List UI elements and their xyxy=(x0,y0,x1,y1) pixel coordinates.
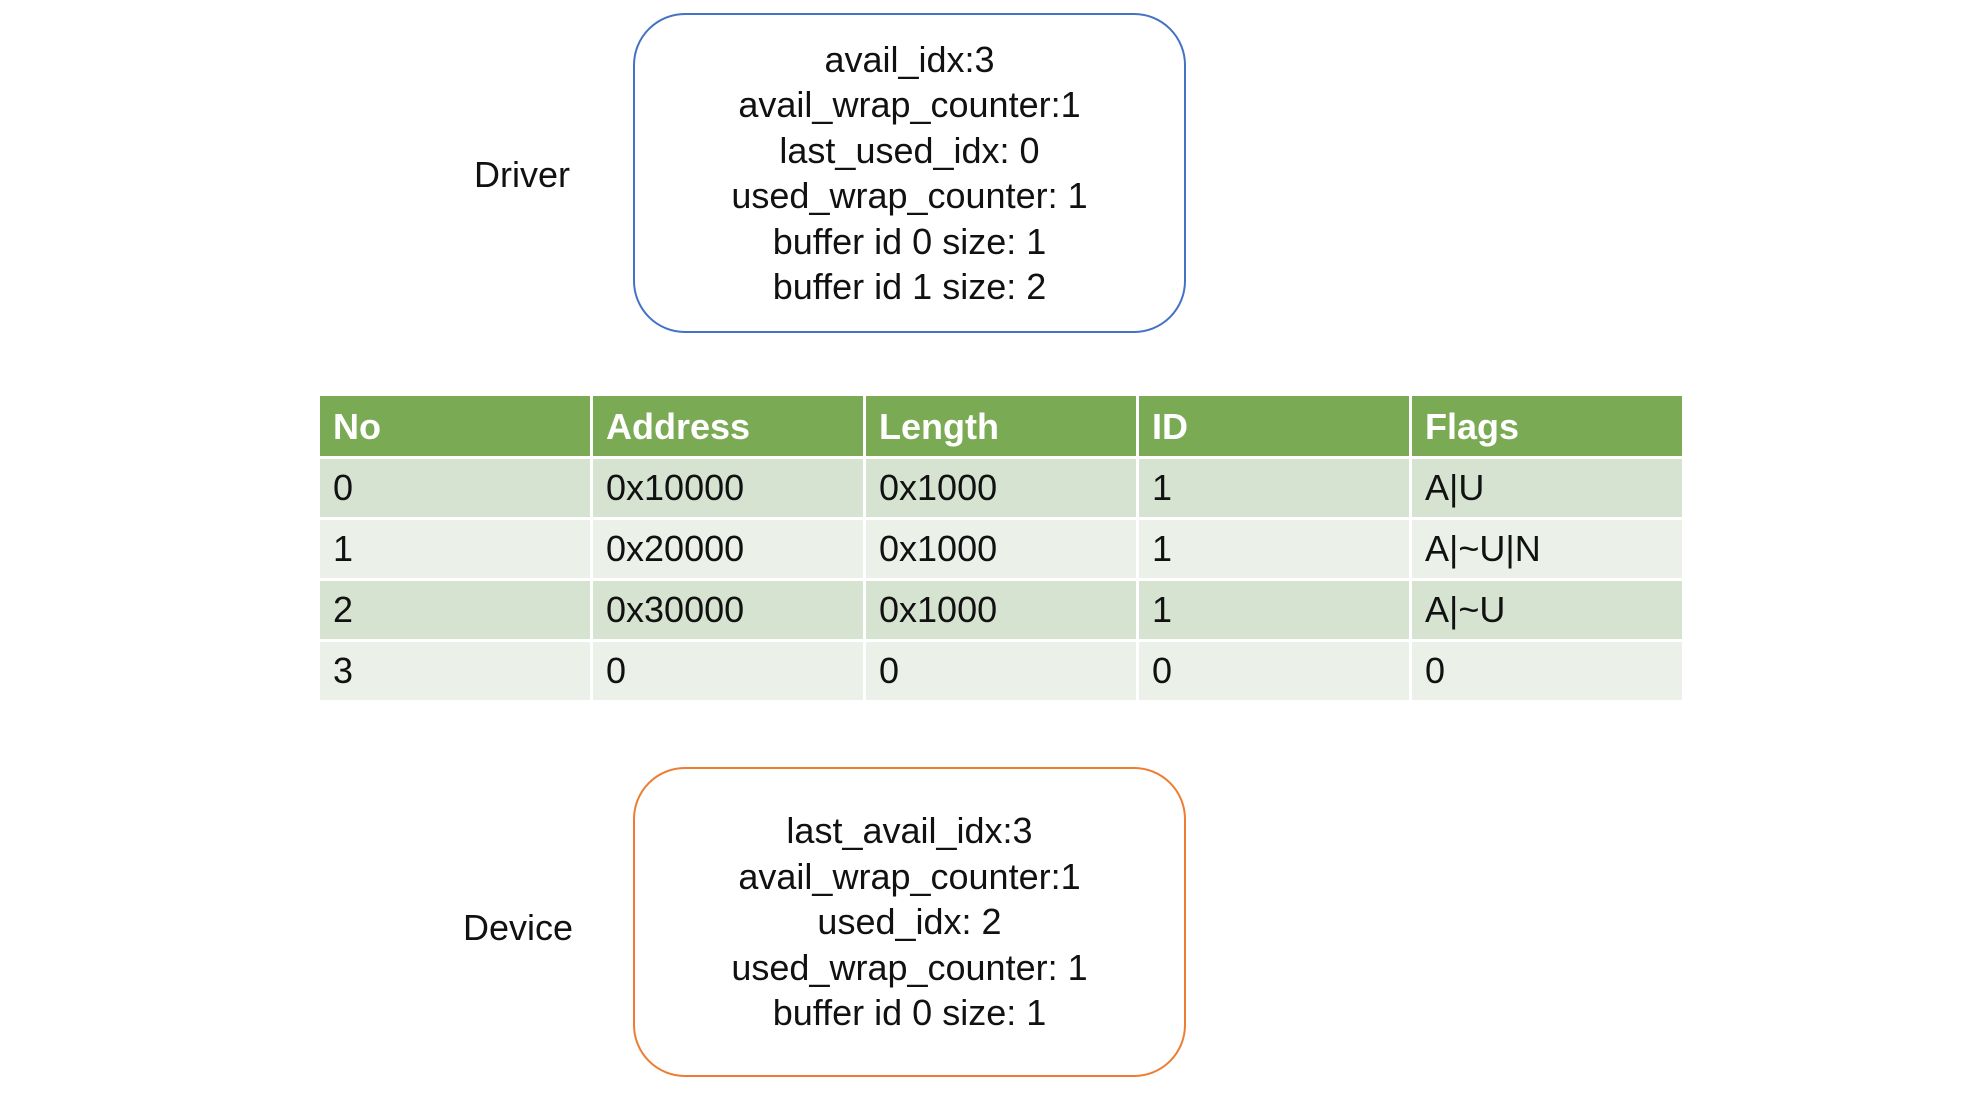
cell-no: 2 xyxy=(320,581,590,639)
cell-flags: 0 xyxy=(1412,642,1682,700)
driver-state-line: used_wrap_counter: 1 xyxy=(731,175,1088,216)
cell-flags: A|~U xyxy=(1412,581,1682,639)
driver-state-line: avail_idx:3 xyxy=(824,38,995,80)
cell-address: 0 xyxy=(593,642,863,700)
table-row: 1 0x20000 0x1000 1 A|~U|N xyxy=(320,520,1682,578)
driver-state-line: avail_wrap_counter:1 xyxy=(738,84,1081,125)
column-header-address: Address xyxy=(593,396,863,456)
driver-state-line: buffer id 1 size: 2 xyxy=(772,266,1047,307)
cell-no: 0 xyxy=(320,459,590,517)
table-header-row: No Address Length ID Flags xyxy=(320,396,1682,456)
cell-address: 0x20000 xyxy=(593,520,863,578)
device-state-line: avail_wrap_counter:1 xyxy=(738,855,1081,897)
cell-id: 1 xyxy=(1139,581,1409,639)
cell-address: 0x30000 xyxy=(593,581,863,639)
descriptor-ring-table: No Address Length ID Flags 0 0x10000 0x1… xyxy=(317,393,1685,703)
driver-state-line: buffer id 0 size: 1 xyxy=(772,220,1047,262)
cell-id: 1 xyxy=(1139,520,1409,578)
column-header-no: No xyxy=(320,396,590,456)
cell-flags: A|U xyxy=(1412,459,1682,517)
cell-id: 0 xyxy=(1139,642,1409,700)
device-label: Device xyxy=(463,907,574,948)
driver-state-box: avail_idx:3 avail_wrap_counter:1 last_us… xyxy=(633,13,1186,333)
cell-length: 0x1000 xyxy=(866,459,1136,517)
cell-length: 0 xyxy=(866,642,1136,700)
device-state-line: last_avail_idx:3 xyxy=(786,810,1033,852)
device-state-box: last_avail_idx:3 avail_wrap_counter:1 us… xyxy=(633,767,1186,1077)
column-header-id: ID xyxy=(1139,396,1409,456)
device-state-line: used_wrap_counter: 1 xyxy=(731,946,1088,988)
cell-length: 0x1000 xyxy=(866,581,1136,639)
driver-state-line: last_used_idx: 0 xyxy=(779,129,1040,171)
table-row: 2 0x30000 0x1000 1 A|~U xyxy=(320,581,1682,639)
cell-length: 0x1000 xyxy=(866,520,1136,578)
column-header-length: Length xyxy=(866,396,1136,456)
column-header-flags: Flags xyxy=(1412,396,1682,456)
cell-address: 0x10000 xyxy=(593,459,863,517)
table-row: 3 0 0 0 0 xyxy=(320,642,1682,700)
cell-flags: A|~U|N xyxy=(1412,520,1682,578)
cell-no: 3 xyxy=(320,642,590,700)
cell-no: 1 xyxy=(320,520,590,578)
cell-id: 1 xyxy=(1139,459,1409,517)
device-state-line: buffer id 0 size: 1 xyxy=(772,992,1047,1034)
table-row: 0 0x10000 0x1000 1 A|U xyxy=(320,459,1682,517)
device-state-line: used_idx: 2 xyxy=(817,901,1002,943)
driver-label: Driver xyxy=(474,154,570,195)
